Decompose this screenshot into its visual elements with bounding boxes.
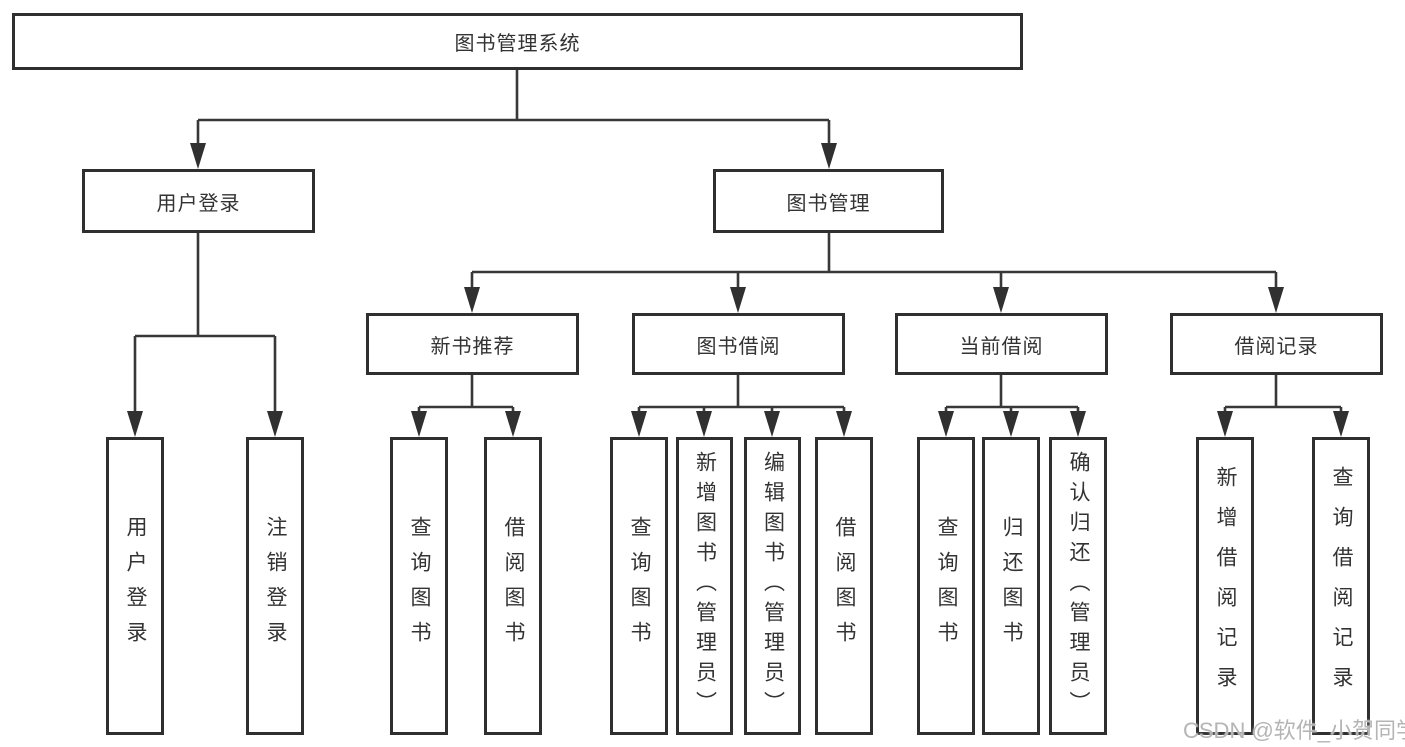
leaf-query-books-3: 查询图书 — [917, 437, 975, 735]
node-current-borrow: 当前借阅 — [895, 313, 1108, 375]
leaf-query-books-1: 查询图书 — [390, 437, 448, 735]
node-borrow-records: 借阅记录 — [1170, 313, 1383, 375]
node-new-book-recommend: 新书推荐 — [366, 313, 579, 375]
leaf-label: 查询图书 — [935, 516, 958, 656]
leaf-borrow-books-2: 借阅图书 — [815, 437, 873, 735]
leaf-edit-books-admin: 编辑图书（管理员） — [744, 437, 801, 735]
node-book-management: 图书管理 — [713, 169, 944, 233]
leaf-label: 查询图书 — [628, 516, 651, 656]
leaf-label: 用户登录 — [124, 516, 147, 656]
leaf-user-login: 用户登录 — [106, 437, 164, 735]
leaf-add-borrow-record: 新增借阅记录 — [1196, 437, 1254, 735]
leaf-label: 编辑图书（管理员） — [761, 451, 785, 721]
leaf-label: 借阅图书 — [502, 516, 525, 656]
leaf-confirm-return-admin: 确认归还（管理员） — [1049, 437, 1107, 735]
node-book-borrow: 图书借阅 — [632, 313, 845, 375]
leaf-label: 注销登录 — [264, 516, 287, 656]
leaf-label: 新增图书（管理员） — [693, 451, 717, 721]
leaf-label: 查询借阅记录 — [1330, 466, 1353, 706]
leaf-query-books-2: 查询图书 — [610, 437, 668, 735]
leaf-logout: 注销登录 — [246, 437, 304, 735]
arrowheads — [127, 143, 1349, 437]
leaf-label: 查询图书 — [408, 516, 431, 656]
leaf-label: 新增借阅记录 — [1214, 466, 1237, 706]
csdn-watermark: CSDN @软件_小贺同学 — [1183, 718, 1405, 743]
leaf-return-books: 归还图书 — [982, 437, 1040, 735]
leaf-label: 借阅图书 — [833, 516, 856, 656]
leaf-borrow-books-1: 借阅图书 — [484, 437, 542, 735]
node-user-login: 用户登录 — [82, 169, 315, 233]
leaf-label: 确认归还（管理员） — [1067, 451, 1090, 721]
leaf-query-borrow-record: 查询借阅记录 — [1312, 437, 1370, 735]
leaf-label: 归还图书 — [1000, 516, 1023, 656]
node-root-system: 图书管理系统 — [12, 13, 1023, 70]
leaf-add-books-admin: 新增图书（管理员） — [676, 437, 733, 735]
